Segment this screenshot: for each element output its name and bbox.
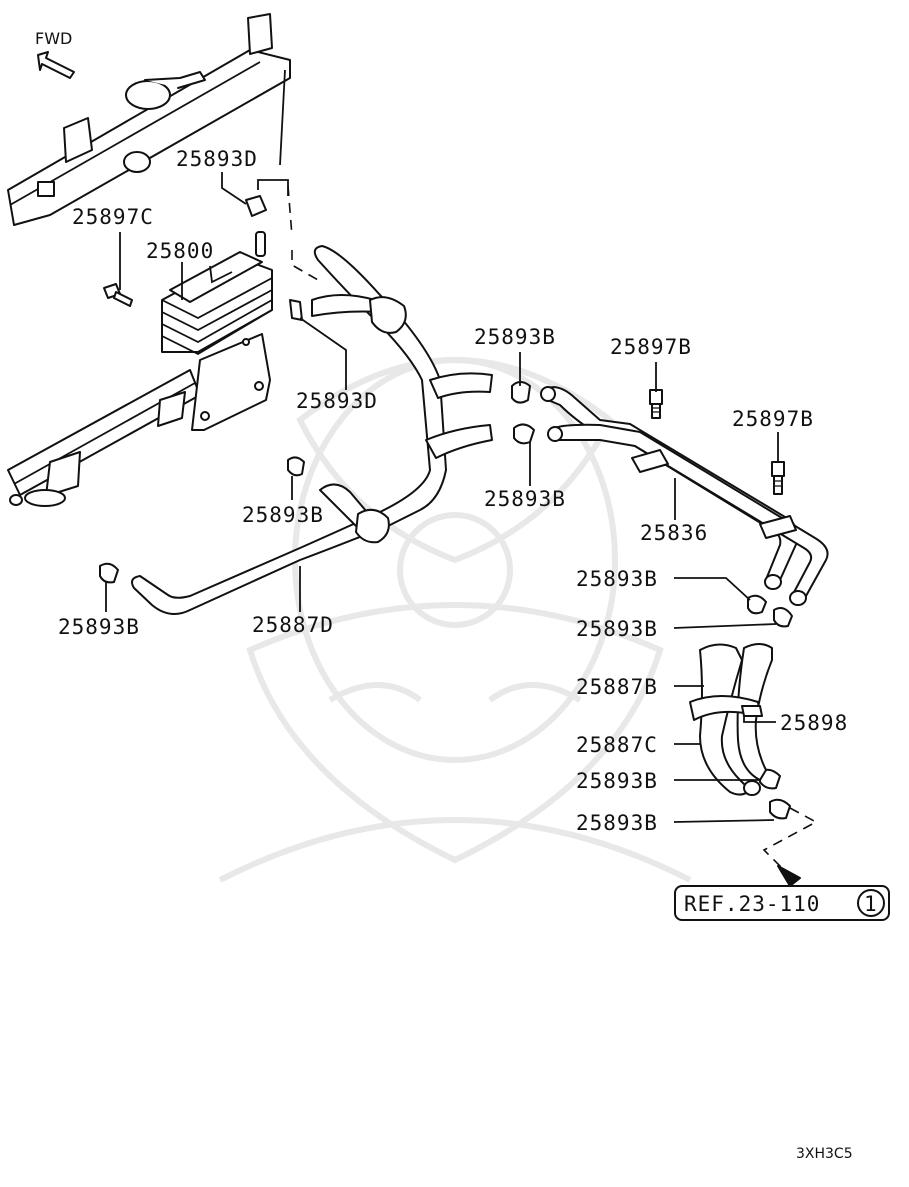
callout-25893b-c: 25893B: [242, 503, 324, 527]
hose-25887d: [131, 245, 493, 615]
bolt-25897b-a: [649, 389, 663, 419]
radiator-upper: [7, 13, 291, 226]
callout-25897c: 25897C: [72, 205, 154, 229]
callout-25836: 25836: [640, 521, 708, 545]
fwd-label: FWD: [35, 29, 72, 48]
dash-2: [762, 807, 818, 871]
callout-25887d: 25887D: [252, 613, 334, 637]
reference-circle-number: 1: [864, 892, 878, 916]
reference-box[interactable]: REF.23-110 1: [674, 885, 890, 921]
hoses-25887b-c: [689, 643, 773, 796]
callout-25893b-e: 25893B: [576, 567, 658, 591]
reference-text: REF.23-110: [684, 892, 820, 916]
callout-25893b-h: 25893B: [576, 811, 658, 835]
callout-25800: 25800: [146, 239, 214, 263]
callout-25893b-g: 25893B: [576, 769, 658, 793]
callout-25893d-mid: 25893D: [296, 389, 378, 413]
callout-25893d-top: 25893D: [176, 147, 258, 171]
ref-arrow-icon: [777, 865, 801, 887]
radiator-lower: [7, 369, 201, 507]
callout-25887c: 25887C: [576, 733, 658, 757]
callout-25897b-b: 25897B: [732, 407, 814, 431]
bolt-25897c: [103, 283, 133, 307]
reference-circle: [857, 889, 885, 917]
oil-cooler: [161, 231, 273, 431]
dash-1: [291, 250, 319, 281]
callout-25893b-b: 25893B: [484, 487, 566, 511]
pipe-assembly-25836: [540, 386, 829, 606]
clamp-icons: [99, 195, 793, 820]
callout-25893b-a: 25893B: [474, 325, 556, 349]
callout-25898: 25898: [780, 711, 848, 735]
callout-25897b-a: 25897B: [610, 335, 692, 359]
diagram-code: 3XH3C5: [796, 1146, 853, 1162]
fwd-arrow-icon: [37, 51, 75, 79]
callout-25887b: 25887B: [576, 675, 658, 699]
callout-25893b-d: 25893B: [58, 615, 140, 639]
leader-lines: [105, 172, 779, 823]
bolt-25897b-b: [771, 461, 785, 495]
callout-25893b-f: 25893B: [576, 617, 658, 641]
